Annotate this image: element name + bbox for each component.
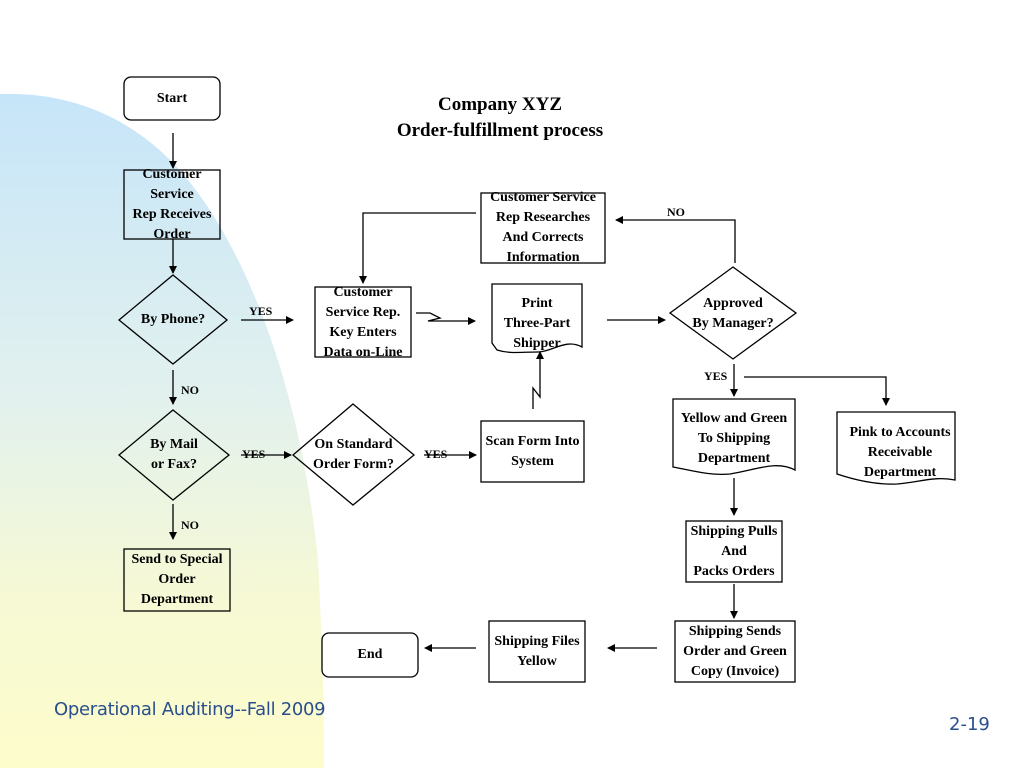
by-phone-label: By Phone? (140, 312, 206, 327)
pink-label: Pink to Accounts Receivable Department (849, 425, 951, 480)
standard-yes-label: YES (424, 447, 448, 461)
files-yellow-label: Shipping Files Yellow (494, 633, 580, 669)
pulls-packs-box (685, 520, 783, 583)
edge-approved-no (615, 216, 736, 263)
footer-course-title: Operational Auditing--Fall 2009 (54, 699, 326, 720)
start-terminal (123, 76, 221, 121)
approved-no-label: NO (667, 205, 685, 219)
by-mail-decision (117, 409, 231, 501)
pink-document (836, 411, 956, 485)
phone-no-label: NO (181, 383, 199, 397)
special-order-box (123, 548, 231, 612)
ships-sends-box (674, 620, 796, 683)
files-yellow-box (488, 620, 586, 683)
researches-box (480, 192, 606, 264)
diagram-title: Company XYZ Order-fulfillment process (350, 92, 650, 144)
mail-no-label: NO (181, 518, 199, 532)
key-enter-label: Customer Service Rep. Key Enters Data on… (323, 285, 403, 360)
key-enter-box (314, 286, 412, 358)
phone-yes-label: YES (249, 304, 273, 318)
edge-scan-print (532, 351, 544, 409)
pulls-packs-label: Shipping Pulls And Packs Orders (690, 523, 778, 579)
end-label: End (357, 647, 383, 662)
by-phone-decision (117, 274, 229, 365)
standard-form-label: On Standard Order Form? (313, 437, 394, 472)
slide-number: 2-19 (949, 714, 990, 735)
yellow-green-label: Yellow and Green To Shipping Department (680, 411, 788, 466)
receive-order-box (123, 169, 221, 240)
yellow-green-document (672, 398, 796, 476)
title-line-2: Order-fulfillment process (396, 120, 604, 141)
end-terminal (321, 632, 419, 678)
by-mail-label: By Mail or Fax? (150, 437, 198, 472)
start-label: Start (156, 90, 188, 106)
edge-researches-keyenter (359, 212, 476, 284)
mail-yes-label: YES (242, 447, 266, 461)
ships-sends-label: Shipping Sends Order and Green Copy (Inv… (683, 623, 787, 679)
title-line-1: Company XYZ (437, 94, 563, 115)
special-order-label: Send to Special Order Department (131, 552, 223, 607)
scan-form-label: Scan Form Into System (485, 433, 580, 469)
edge-keyenter-print (416, 312, 476, 325)
scan-form-box (480, 420, 585, 483)
receive-order-label: Customer Service Rep Receives Order (132, 167, 212, 242)
print-shipper-label: Print Three-Part Shipper (503, 296, 571, 351)
standard-form-decision (291, 403, 416, 506)
edge-approved-pink (744, 376, 890, 406)
researches-label: Customer Service Rep Researches And Corr… (490, 190, 596, 265)
approved-yes-label: YES (704, 369, 728, 383)
approved-label: Approved By Manager? (692, 296, 774, 331)
approved-decision (668, 266, 798, 360)
